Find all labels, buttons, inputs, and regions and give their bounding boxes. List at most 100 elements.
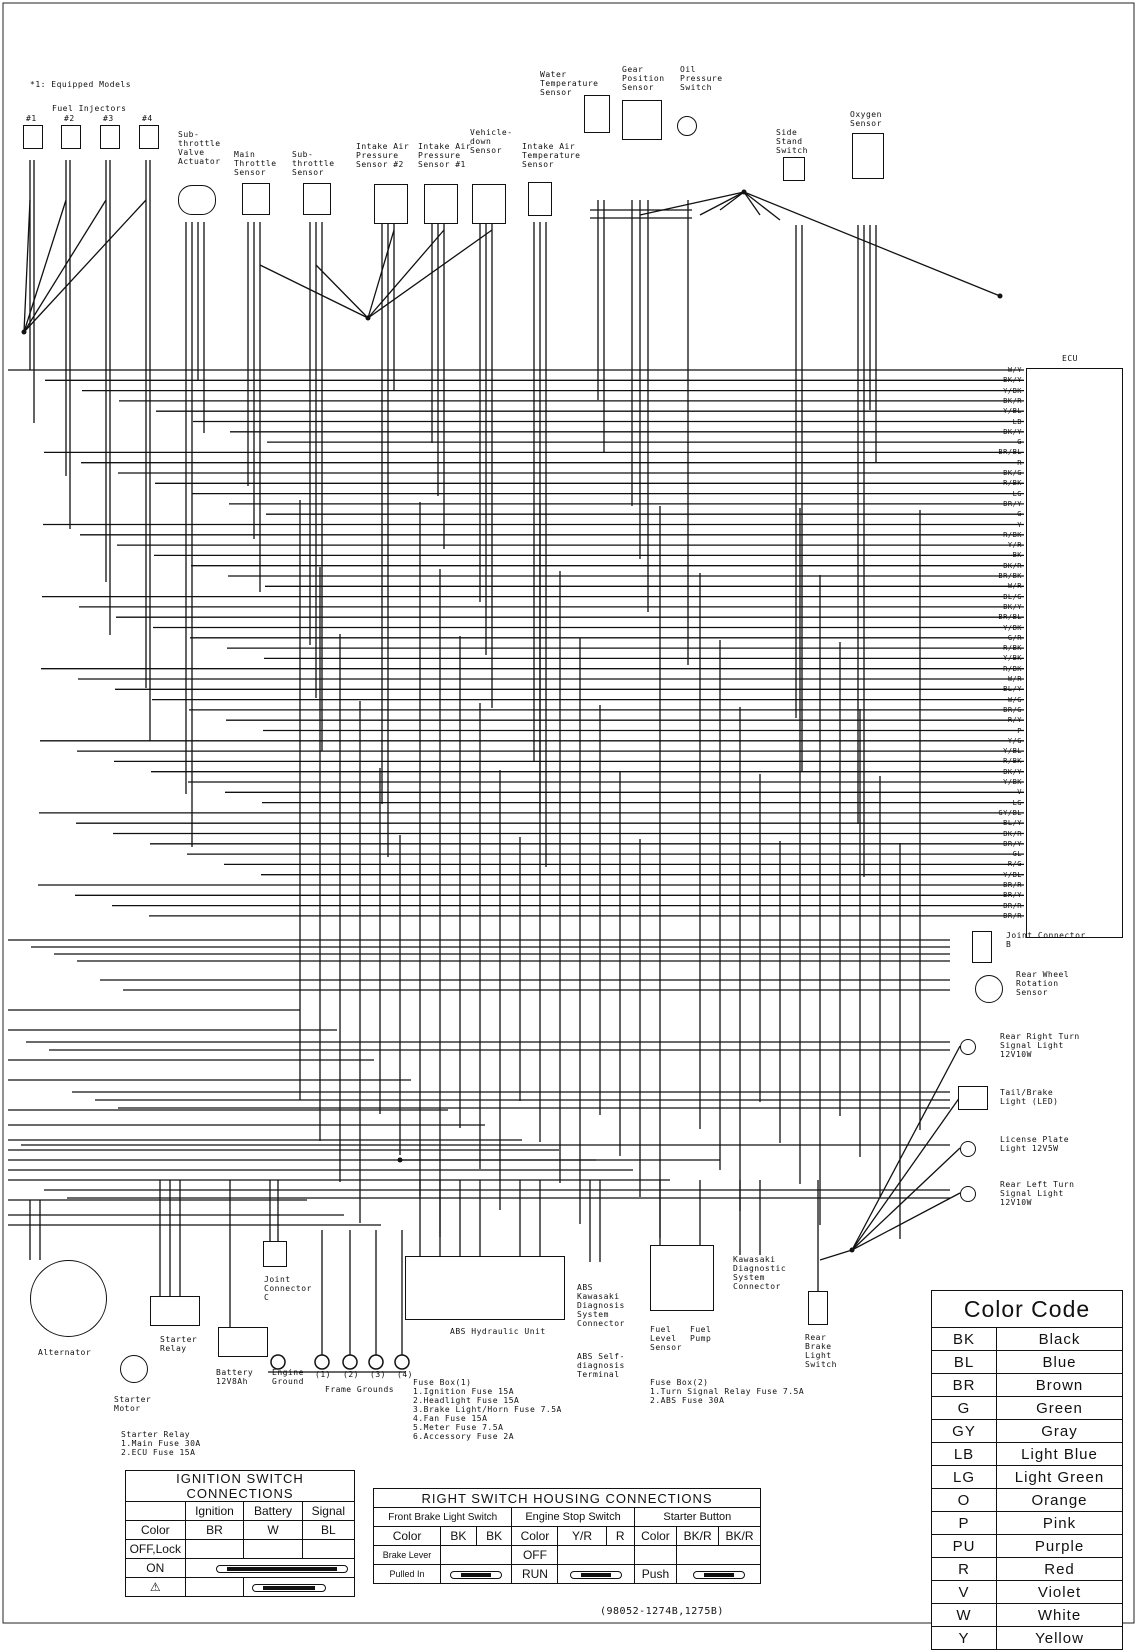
- ecu-pin-label: BR/R: [1003, 901, 1022, 910]
- ecu-pin-label: Y/R: [1007, 541, 1022, 550]
- injector-2-icon: [61, 125, 81, 149]
- license-plate-light-label: License Plate Light 12V5W: [1000, 1135, 1070, 1153]
- lamp-fan-wire: [851, 1192, 961, 1251]
- rs-cell: Push: [633, 1564, 678, 1584]
- gear-position-sensor-icon: [622, 100, 662, 140]
- ground-terminal-icon: [314, 1354, 330, 1370]
- ecu-pin-label: BK/Y: [1003, 427, 1022, 436]
- license-plate-light-icon: [960, 1141, 976, 1157]
- sensor-fan-wire: [315, 264, 369, 319]
- gear-position-sensor-label: Gear Position Sensor: [622, 65, 665, 92]
- color-code-abbr: G: [931, 1396, 997, 1420]
- ecu-pin-label: BR/G: [1003, 705, 1022, 714]
- rs-bar-cell: [557, 1564, 635, 1584]
- ign-cell: [184, 1577, 245, 1597]
- junction-dot: [849, 1247, 855, 1253]
- ecu-pin-label: R/Y: [1007, 716, 1022, 725]
- ecu-pin-label: Y/BL: [1003, 747, 1022, 756]
- intake-air-pressure-sensor-1-label: Intake Air Pressure Sensor #1: [418, 142, 472, 169]
- fuse-box-1-line: 4.Fan Fuse 15A: [413, 1414, 488, 1423]
- ecu-pin-label: G/R: [1007, 633, 1022, 642]
- starter-motor-icon: [120, 1355, 148, 1383]
- color-code-name: Yellow: [996, 1626, 1123, 1650]
- abs-hydraulic-unit-icon: [405, 1256, 565, 1320]
- ign-header-blank: [125, 1501, 186, 1521]
- ecu-pin-label: BR/Y: [1003, 499, 1022, 508]
- rs-cell: [633, 1545, 678, 1565]
- sub-throttle-valve-actuator-label: Sub-throttle Valve Actuator: [178, 130, 221, 166]
- rear-wheel-rotation-sensor-label: Rear Wheel Rotation Sensor: [1016, 970, 1070, 997]
- side-stand-switch-icon: [783, 157, 805, 181]
- ecu-pin-label: BR/R: [1003, 881, 1022, 889]
- ground-terminal-icon: [394, 1354, 410, 1370]
- rs-group: Front Brake Light Switch: [372, 1507, 513, 1527]
- ign-header: Battery: [243, 1501, 303, 1521]
- fuse-box-2: Fuse Box(2) 1.Turn Signal Relay Fuse 7.5…: [650, 1378, 804, 1405]
- lamp-fan-wire: [851, 1147, 961, 1251]
- ecu-pin-label: W/R: [1007, 675, 1022, 683]
- starter-relay-fuses: Starter Relay 1.Main Fuse 30A 2.ECU Fuse…: [121, 1430, 201, 1457]
- ecu-pin-label: P: [1017, 726, 1022, 735]
- starter-relay-fuse-line: 1.Main Fuse 30A: [121, 1439, 201, 1448]
- rs-cell: Color: [372, 1526, 442, 1546]
- vehicle-down-sensor-icon: [472, 184, 506, 224]
- ign-cell: Color: [125, 1520, 186, 1540]
- ign-cell: [184, 1539, 245, 1559]
- frame-ground-1: (1): [315, 1370, 331, 1379]
- color-code-name: Orange: [996, 1488, 1123, 1512]
- junction-dots: [21, 189, 1003, 1253]
- color-code-abbr: BR: [931, 1373, 997, 1397]
- color-code-abbr: W: [931, 1603, 997, 1627]
- ign-cell: BR: [184, 1520, 245, 1540]
- junction-dot: [997, 293, 1003, 299]
- color-code-name: Light Green: [996, 1465, 1123, 1489]
- ign-cell: [243, 1539, 303, 1559]
- battery-label: Battery 12V8Ah: [216, 1368, 254, 1386]
- ecu-label: ECU: [1062, 354, 1078, 363]
- ecu-pin-label: W/G: [1007, 695, 1022, 704]
- injector-4-icon: [139, 125, 159, 149]
- rs-cell: Pulled In: [372, 1564, 442, 1584]
- ground-fan-wire: [719, 191, 745, 211]
- ecu-pin-label: W/R: [1007, 582, 1022, 591]
- ground-fan-wire: [699, 191, 745, 216]
- injector-fan-wire: [23, 199, 147, 333]
- ignition-switch-title: IGNITION SWITCH CONNECTIONS: [125, 1470, 355, 1502]
- starter-relay-label: Starter Relay: [160, 1335, 198, 1353]
- color-code-abbr: BK: [931, 1327, 997, 1351]
- lamp-fan-wire: [851, 1045, 961, 1251]
- lamp-fan-wire: [851, 1096, 961, 1251]
- ignition-switch-table: IGNITION SWITCH CONNECTIONS Ignition Bat…: [125, 1470, 356, 1597]
- starter-relay-fuse-line: Starter Relay: [121, 1430, 191, 1439]
- frame-ground-3: (3): [370, 1370, 386, 1379]
- color-code-abbr: LB: [931, 1442, 997, 1466]
- ground-terminal-icon: [368, 1354, 384, 1370]
- ecu-pin-label: BK/Y: [1003, 376, 1022, 385]
- ecu-pin-label: BK/R: [1003, 561, 1022, 570]
- page-border: [2, 2, 1135, 1624]
- ground-fan-wire: [743, 191, 761, 216]
- ecu-block: [1026, 368, 1123, 938]
- ecu-pin-label: Y: [1017, 520, 1022, 529]
- intake-air-pressure-sensor-1-icon: [424, 184, 458, 224]
- ecu-pin-label: BR/BL: [998, 448, 1022, 457]
- ecu-pin-label: BR/BK: [998, 572, 1022, 580]
- lamp-fan-wire: [819, 1249, 853, 1261]
- rear-left-turn-signal-label: Rear Left Turn Signal Light 12V10W: [1000, 1180, 1075, 1207]
- ign-header: Signal: [301, 1501, 356, 1521]
- ecu-pin-label: R/BK: [1003, 644, 1022, 653]
- frame-grounds-label: Frame Grounds: [325, 1385, 395, 1394]
- right-switch-title: RIGHT SWITCH HOUSING CONNECTIONS: [373, 1488, 761, 1508]
- rs-cell: R: [605, 1526, 635, 1546]
- fuel-pump-assembly-icon: [650, 1245, 714, 1311]
- joint-connector-b-icon: [972, 931, 992, 963]
- ecu-pin-label: Y/BK: [1003, 623, 1022, 632]
- intake-air-temperature-sensor-label: Intake Air Temperature Sensor: [522, 142, 581, 169]
- color-code-name: Brown: [996, 1373, 1123, 1397]
- rear-left-turn-signal-icon: [960, 1186, 976, 1202]
- rs-cell: [440, 1545, 513, 1565]
- rear-brake-light-switch-label: Rear Brake Light Switch: [805, 1333, 837, 1369]
- fuse-box-2-line: 2.ABS Fuse 30A: [650, 1396, 725, 1405]
